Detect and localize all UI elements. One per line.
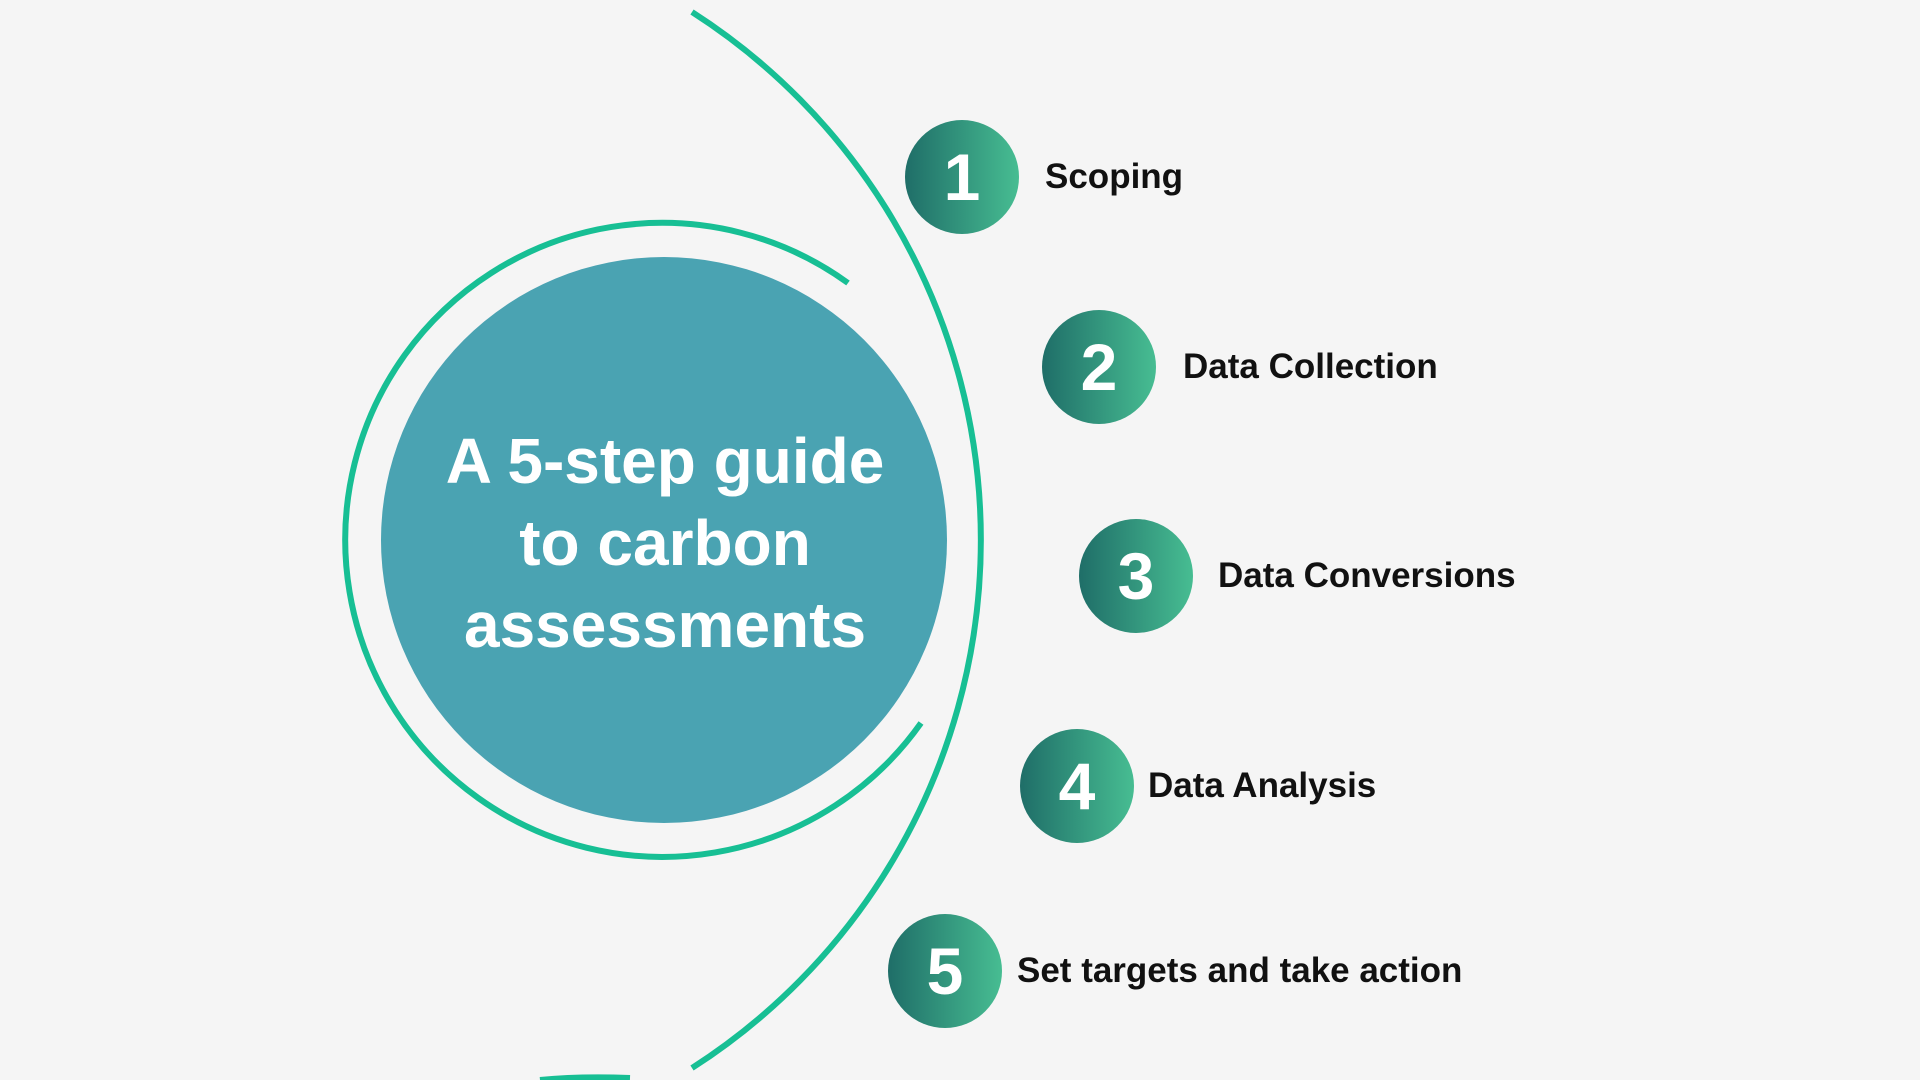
title-line-1: A 5-step guide [445,425,885,497]
step-label-scoping: Scoping [1045,157,1184,196]
step-badge-4: 4 [1020,729,1134,843]
step-label-set-targets: Set targets and take action [1017,951,1463,990]
step-badge-3: 3 [1079,519,1193,633]
steps-arc [690,9,984,1071]
step-number: 5 [927,934,964,1008]
step-label-data-analysis: Data Analysis [1148,766,1377,805]
step-number: 3 [1118,539,1155,613]
step-number: 4 [1059,749,1096,823]
step-badge-2: 2 [1042,310,1156,424]
step-badge-5: 5 [888,914,1002,1028]
step-number: 2 [1081,330,1118,404]
title-line-3: assessments [463,589,867,661]
step-label-data-collection: Data Collection [1183,347,1438,386]
center-outer-ring [342,219,924,860]
steps-arc-bottom-tail [539,1074,631,1080]
step-label-data-conversions: Data Conversions [1218,556,1516,595]
step-badge-1: 1 [905,120,1019,234]
page-title: A 5-step guide to carbon assessments [385,420,945,666]
step-number: 1 [944,140,981,214]
center-circle [381,257,947,823]
title-line-2: to carbon [519,507,811,579]
